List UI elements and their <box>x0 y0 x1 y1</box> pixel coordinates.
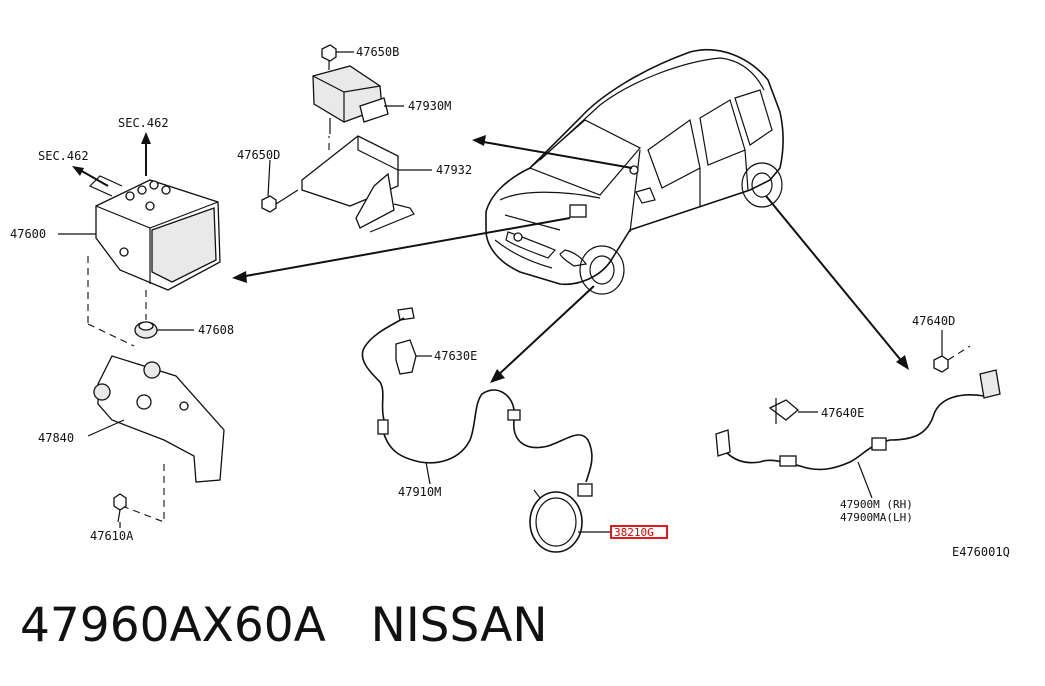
vehicle-illustration <box>485 48 784 295</box>
label-sec-462-left: SEC.462 <box>38 149 89 163</box>
label-47650d: 47650D <box>237 148 280 162</box>
label-47930m: 47930M <box>408 99 451 113</box>
highlight-box-38210g <box>610 525 668 539</box>
label-47640e: 47640E <box>821 406 864 420</box>
label-47932: 47932 <box>436 163 472 177</box>
label-47640d: 47640D <box>912 314 955 328</box>
label-47650b: 47650B <box>356 45 399 59</box>
leader-lines <box>58 51 943 533</box>
label-47610a: 47610A <box>90 529 134 543</box>
label-47630e: 47630E <box>434 349 477 363</box>
pointer-arrows <box>232 135 909 383</box>
front-sensor-harness <box>361 307 593 553</box>
label-47900m: 47900M (RH) <box>840 498 913 511</box>
label-47608: 47608 <box>198 323 234 337</box>
abs-actuator-assembly <box>72 132 225 523</box>
diagram-code: E476001Q <box>952 545 1010 559</box>
label-47600: 47600 <box>10 227 46 241</box>
part-caption: 47960AX60A NISSAN <box>20 598 548 653</box>
label-sec-462-top: SEC.462 <box>118 116 169 130</box>
caption-part-number: 47960AX60A <box>20 598 326 653</box>
rear-sensor-harness <box>715 345 1001 471</box>
label-47900ma: 47900MA(LH) <box>840 511 913 524</box>
part-labels: SEC.462 SEC.462 47650B 47930M 47650D 479… <box>10 45 1010 559</box>
yaw-sensor-assembly <box>261 44 415 233</box>
caption-brand: NISSAN <box>370 598 548 653</box>
label-38210g[interactable]: 38210G <box>614 526 654 539</box>
label-47840: 47840 <box>38 431 74 445</box>
label-47910m: 47910M <box>398 485 441 499</box>
